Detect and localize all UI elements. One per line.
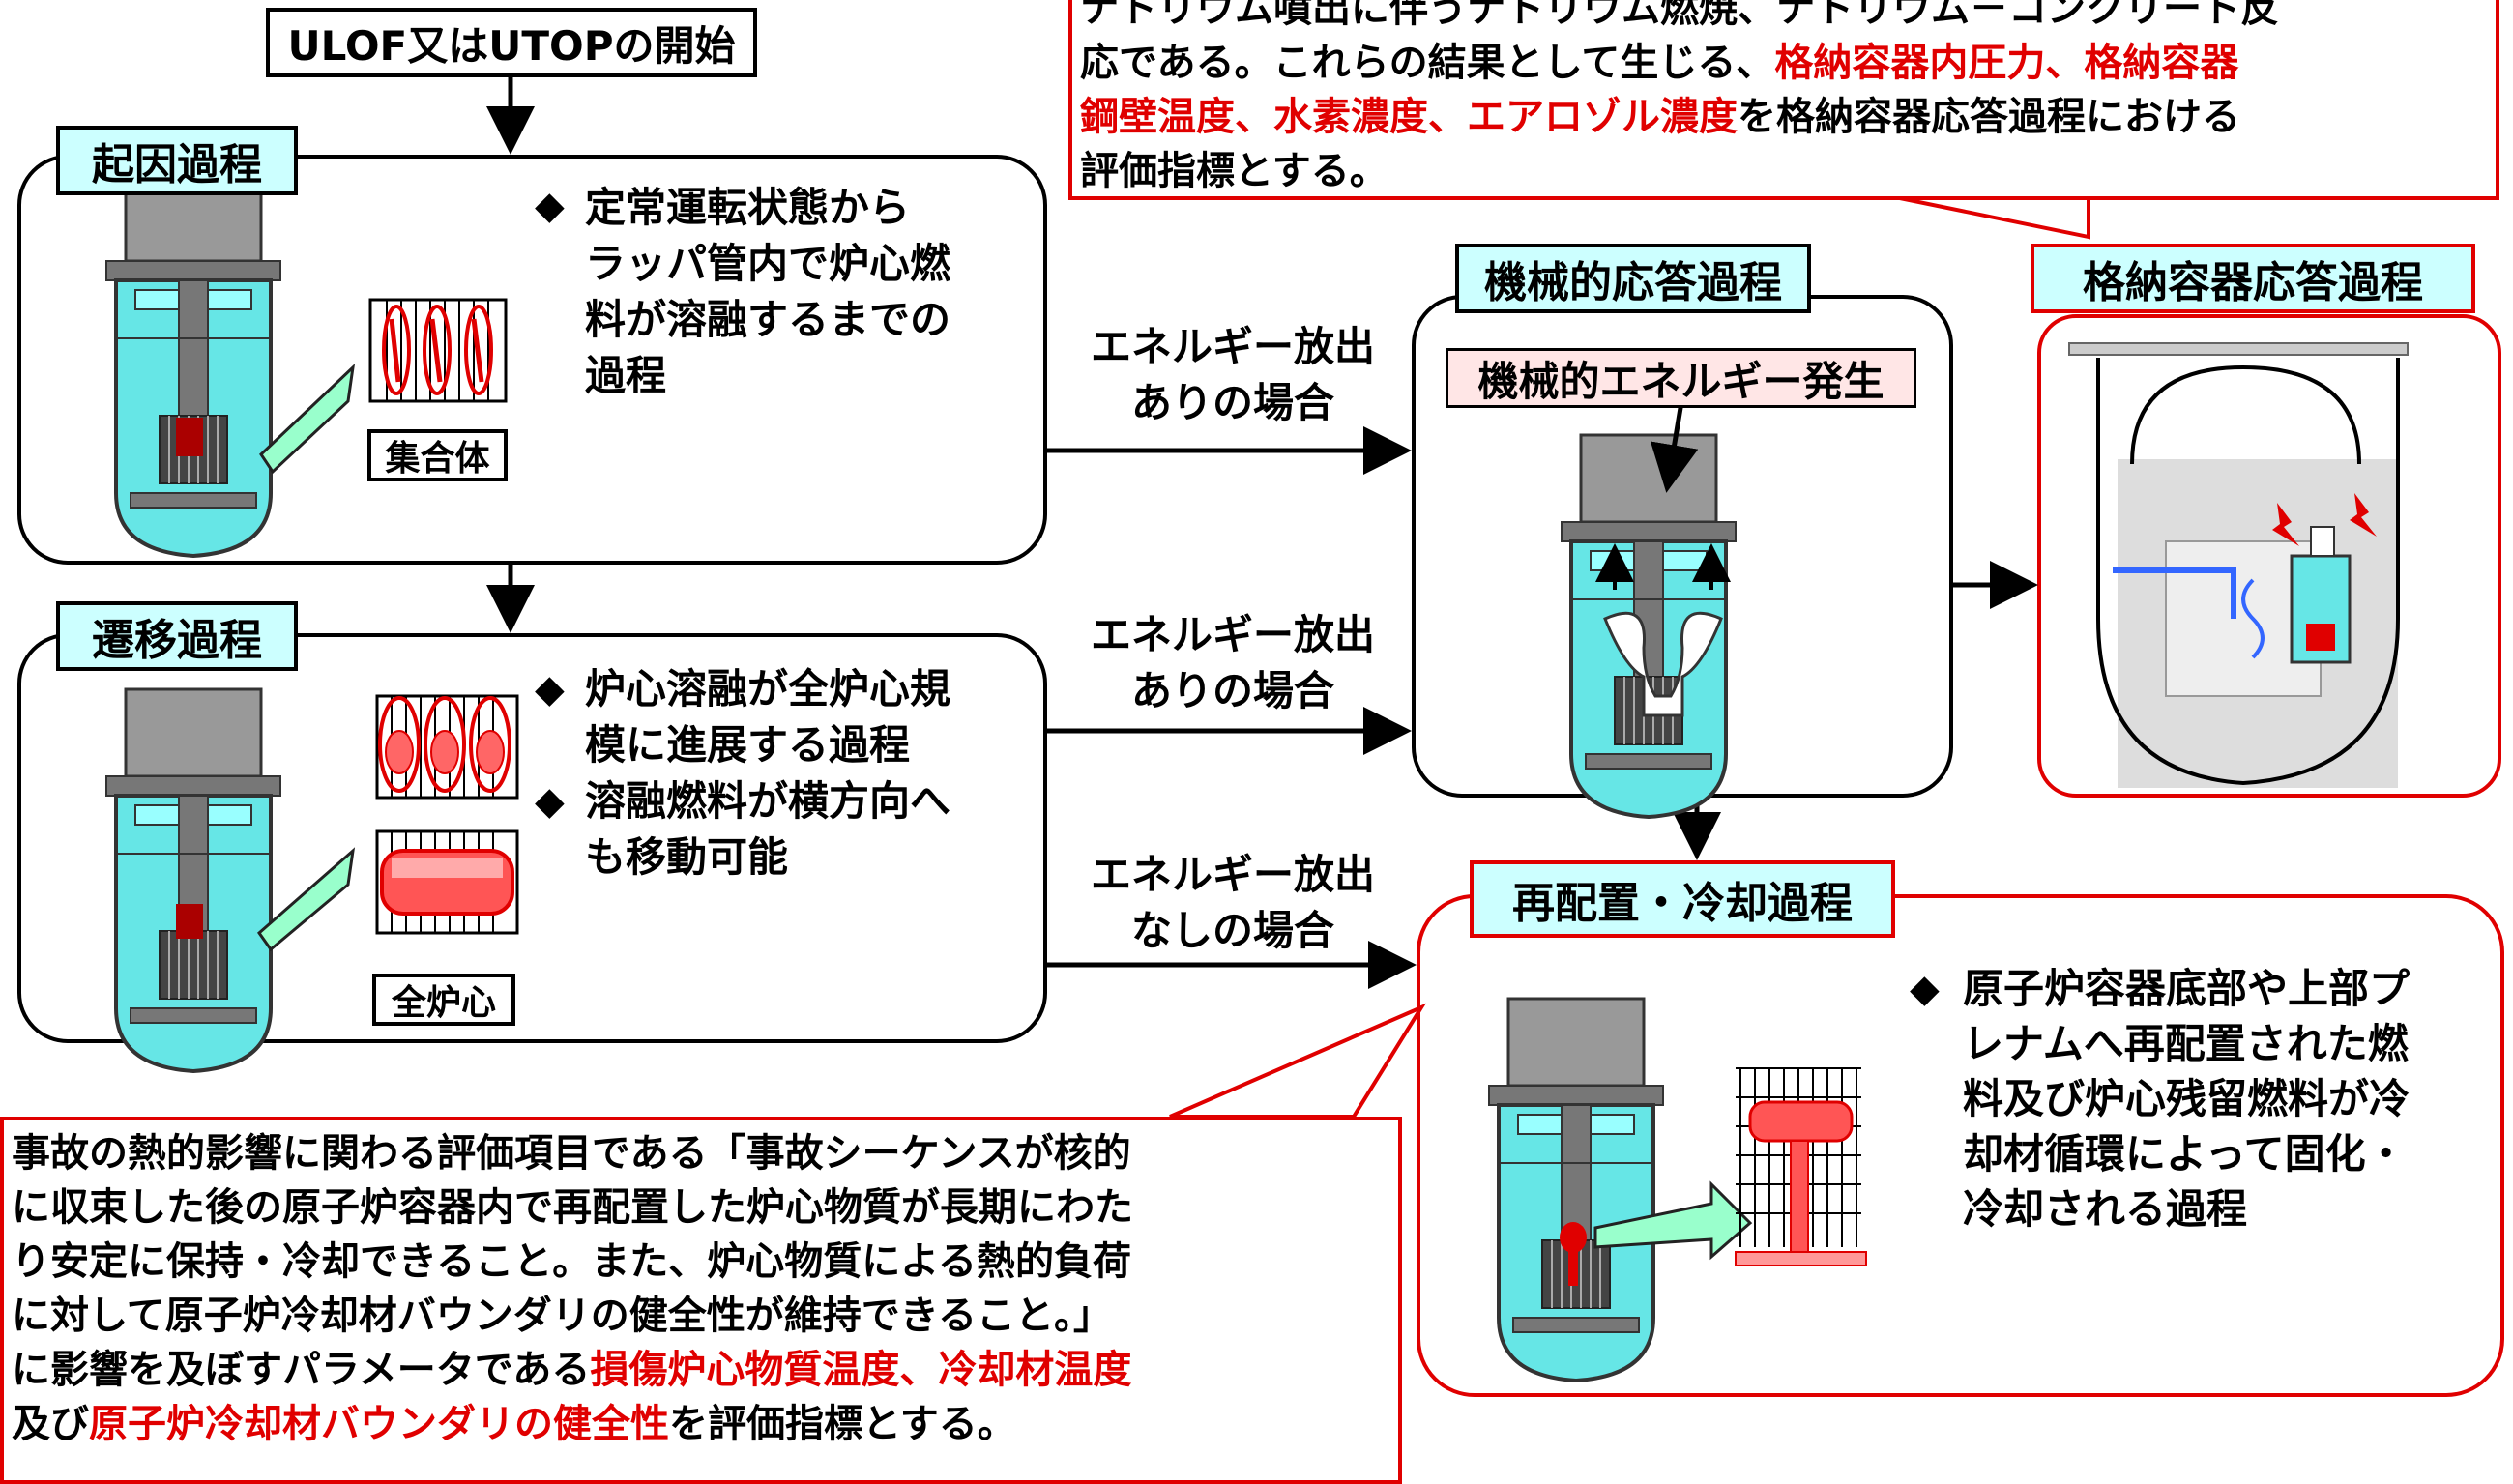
arrow-caption-energy-2: エネルギー放出 ありの場合 xyxy=(1090,611,1375,714)
relocated-fuel-marker xyxy=(1560,1222,1587,1253)
damaged-core-marker xyxy=(176,904,203,939)
callout-bottom: 事故の熱的影響に関わる評価項目である「事故シーケンスが核的 に収束した後の原子炉… xyxy=(0,1117,1402,1484)
transition-bullet-2: 溶融燃料が横方向へ も移動可能 xyxy=(585,777,951,881)
reactor-initiating-icon xyxy=(104,172,282,558)
zoom-arrow-3-icon xyxy=(1593,1180,1753,1261)
callout-top: ナトリウム噴出に伴うナトリウム燃焼、ナトリウム－コンクリート反 応である。これら… xyxy=(1068,0,2499,200)
mechanical-energy-tag: 機械的エネルギー発生 xyxy=(1446,348,1916,408)
stage-initiating-label: 起因過程 xyxy=(56,126,298,195)
zoom-arrow-2-icon xyxy=(256,847,356,952)
stage-relocation-label: 再配置・冷却過程 xyxy=(1470,860,1895,938)
bullet-icon: ◆ xyxy=(535,184,565,228)
multi-assembly-closeup-icon xyxy=(375,694,519,800)
start-box: ULOF又はUTOPの開始 xyxy=(266,8,757,77)
damaged-assembly-marker xyxy=(176,418,203,456)
whole-core-closeup-icon xyxy=(375,829,519,935)
arrow-caption-no-energy: エネルギー放出 なしの場合 xyxy=(1090,851,1375,954)
whole-core-caption: 全炉心 xyxy=(372,974,515,1026)
assembly-closeup-icon xyxy=(368,298,508,403)
stage-transition-label: 遷移過程 xyxy=(56,601,298,671)
arrow-caption-energy-1: エネルギー放出 ありの場合 xyxy=(1090,323,1375,426)
relocation-description: 原子炉容器底部や上部プ レナムへ再配置された燃 料及び炉心残留燃料が冷 却材循環… xyxy=(1963,965,2411,1233)
callout-top-pointer xyxy=(1894,195,2090,240)
reactor-transition-icon xyxy=(104,687,282,1073)
stage-mechanical-label: 機械的応答過程 xyxy=(1455,244,1811,313)
bubble-expansion-icon xyxy=(1603,611,1723,717)
containment-vessel-icon xyxy=(2068,342,2409,788)
bullet-icon: ◆ xyxy=(535,779,565,824)
transition-bullet-1: 炉心溶融が全炉心規 模に進展する過程 xyxy=(585,665,951,769)
bullet-icon: ◆ xyxy=(535,667,565,712)
zoom-arrow-1-icon xyxy=(259,363,356,475)
bullet-icon: ◆ xyxy=(1910,967,1940,1011)
reactor-relocation-icon xyxy=(1487,997,1665,1382)
initiating-description: 定常運転状態から ラッパ管内で炉心燃 料が溶融するまでの 過程 xyxy=(585,184,951,399)
assembly-caption: 集合体 xyxy=(367,429,508,481)
relocated-fuel-closeup-icon xyxy=(1735,1067,1867,1266)
stage-containment-label: 格納容器応答過程 xyxy=(2031,244,2475,313)
energy-pointer-arrow xyxy=(1650,395,1699,493)
callout-bottom-pointer xyxy=(1169,1003,1427,1119)
